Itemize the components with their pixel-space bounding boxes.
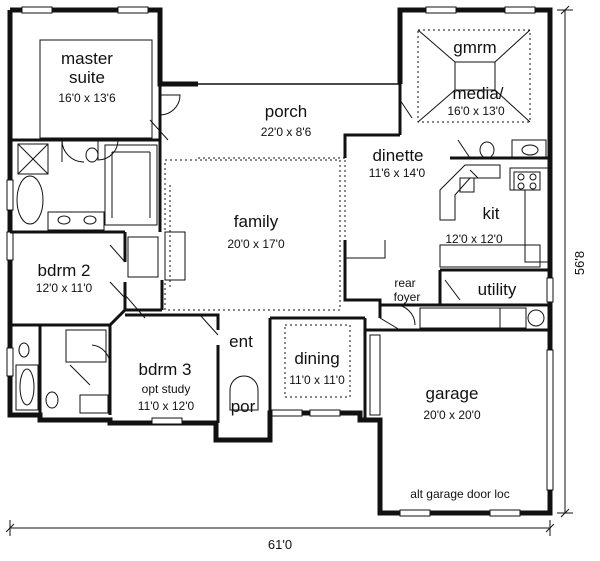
ent-label: ent	[229, 332, 253, 351]
master-suite-ceiling-outline	[39, 39, 153, 139]
media-label: media/	[452, 84, 503, 103]
kit-label: kit	[483, 204, 500, 223]
tub-2	[15, 364, 39, 411]
bdrm3-dim: 11'0 x 12'0	[138, 399, 195, 413]
garage-label: garage	[426, 384, 479, 403]
window	[151, 417, 183, 425]
window	[21, 6, 53, 14]
fireplace	[164, 231, 186, 281]
kit-dim: 12'0 x 12'0	[445, 232, 503, 246]
dining-dim: 11'0 x 11'0	[289, 373, 345, 387]
dining-label: dining	[294, 349, 339, 368]
rear-foyer-label-2: foyer	[394, 290, 421, 304]
window	[504, 6, 536, 14]
master-suite-dim: 16'0 x 13'6	[58, 91, 116, 105]
utility-label: utility	[478, 280, 517, 299]
porch-dim: 22'0 x 8'6	[261, 125, 312, 139]
rear-foyer-label: rear	[394, 276, 415, 290]
doors	[61, 94, 471, 411]
window	[425, 6, 457, 14]
dinette-label: dinette	[372, 146, 423, 165]
window	[6, 347, 14, 377]
window	[489, 509, 521, 517]
range	[513, 171, 541, 191]
bdrm3-label: bdrm 3	[139, 360, 192, 379]
dining-coffer	[284, 324, 351, 398]
right-lower-wall	[213, 305, 553, 516]
window	[6, 231, 14, 261]
left-wall	[7, 10, 219, 433]
closet	[104, 144, 158, 226]
window	[309, 409, 341, 417]
media-coffer	[417, 29, 531, 123]
por-label: por	[231, 397, 256, 416]
vanity	[47, 211, 105, 231]
dinette-dim: 11'6 x 14'0	[369, 166, 426, 180]
window	[546, 349, 554, 491]
toilet	[85, 147, 99, 163]
porch-label: porch	[265, 102, 308, 121]
shower	[17, 143, 49, 175]
toilet-3	[479, 141, 495, 159]
washer	[499, 307, 527, 329]
window	[399, 509, 431, 517]
garage-note: alt garage door loc	[410, 487, 509, 501]
family-label: family	[234, 212, 279, 231]
family-coffer	[164, 159, 341, 311]
garage-dim: 20'0 x 20'0	[423, 408, 481, 422]
bdrm3-sub: opt study	[142, 382, 191, 396]
window	[271, 409, 303, 417]
width-dimension: 61'0	[268, 537, 292, 552]
window	[6, 179, 14, 211]
interior-walls	[10, 84, 550, 423]
windows	[6, 6, 554, 517]
master-suite-label-2: suite	[69, 68, 105, 87]
media-dim: 16'0 x 13'0	[447, 104, 505, 118]
toilet-2	[45, 391, 59, 409]
depth-dimension: 56'8	[572, 251, 587, 275]
fixtures	[15, 29, 549, 416]
master-suite-label: master	[61, 49, 113, 68]
bdrm2-dim: 12'0 x 11'0	[36, 281, 93, 295]
family-dim: 20'0 x 17'0	[227, 237, 285, 251]
window	[117, 6, 149, 14]
bdrm2-label: bdrm 2	[38, 261, 91, 280]
window	[546, 277, 554, 303]
dimension-lines	[5, 5, 573, 536]
tub	[16, 175, 44, 225]
master-suite-wall	[10, 7, 198, 87]
room-labels: master suite 16'0 x 13'6 porch 22'0 x 8'…	[36, 38, 517, 501]
gmrm-label: gmrm	[453, 38, 496, 57]
